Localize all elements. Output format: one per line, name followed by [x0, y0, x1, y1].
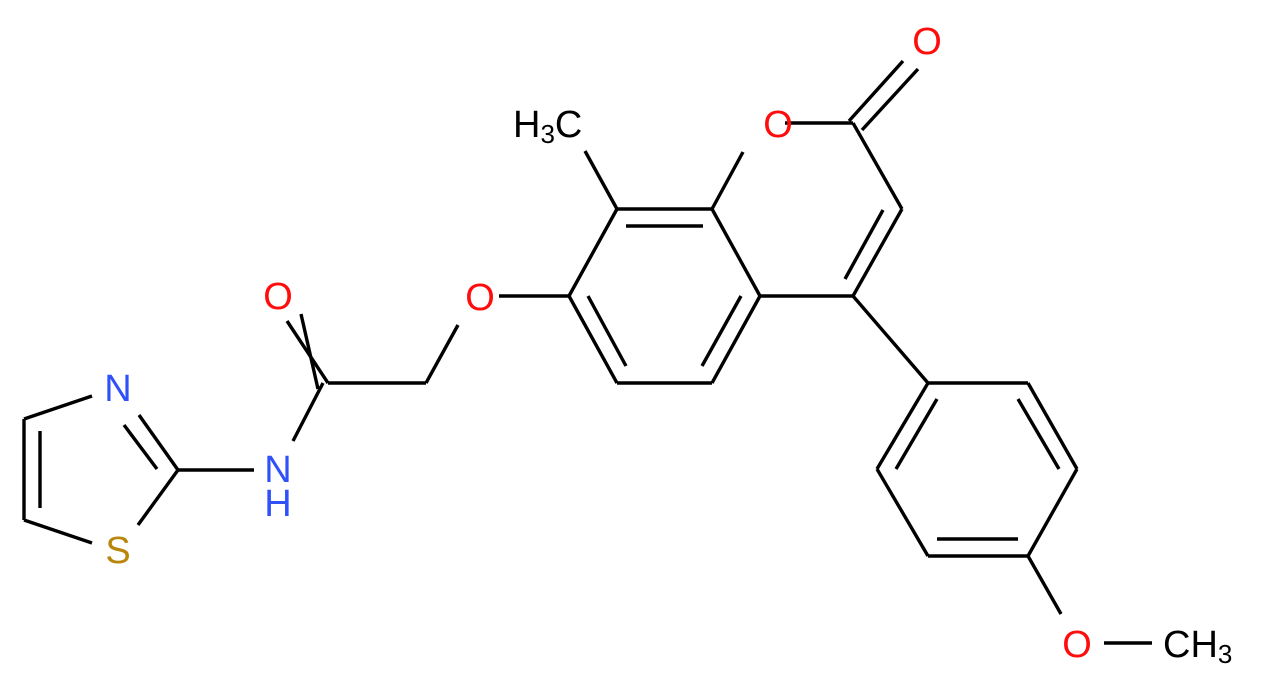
amide-hydrogen-label: H	[264, 483, 291, 525]
sulfur-thiazole-label: S	[105, 530, 130, 572]
oxygen-methoxy-label: O	[1062, 624, 1092, 666]
bonds	[22, 59, 1152, 645]
nitrogen-thiazole-label: N	[104, 368, 131, 410]
oxygen-amide-label: O	[263, 276, 293, 318]
methyl-right-label: CH3	[1163, 624, 1232, 669]
oxygen-carbonyl-lactone-label: O	[912, 21, 942, 63]
oxygen-ether-label: O	[465, 277, 495, 319]
amide-nitrogen-label: N	[264, 449, 291, 491]
oxygen-ring-label: O	[763, 104, 793, 146]
methyl-left-label: H3C	[513, 104, 582, 149]
atom-labels: O O H3C O O N N H S O CH3	[104, 21, 1232, 669]
